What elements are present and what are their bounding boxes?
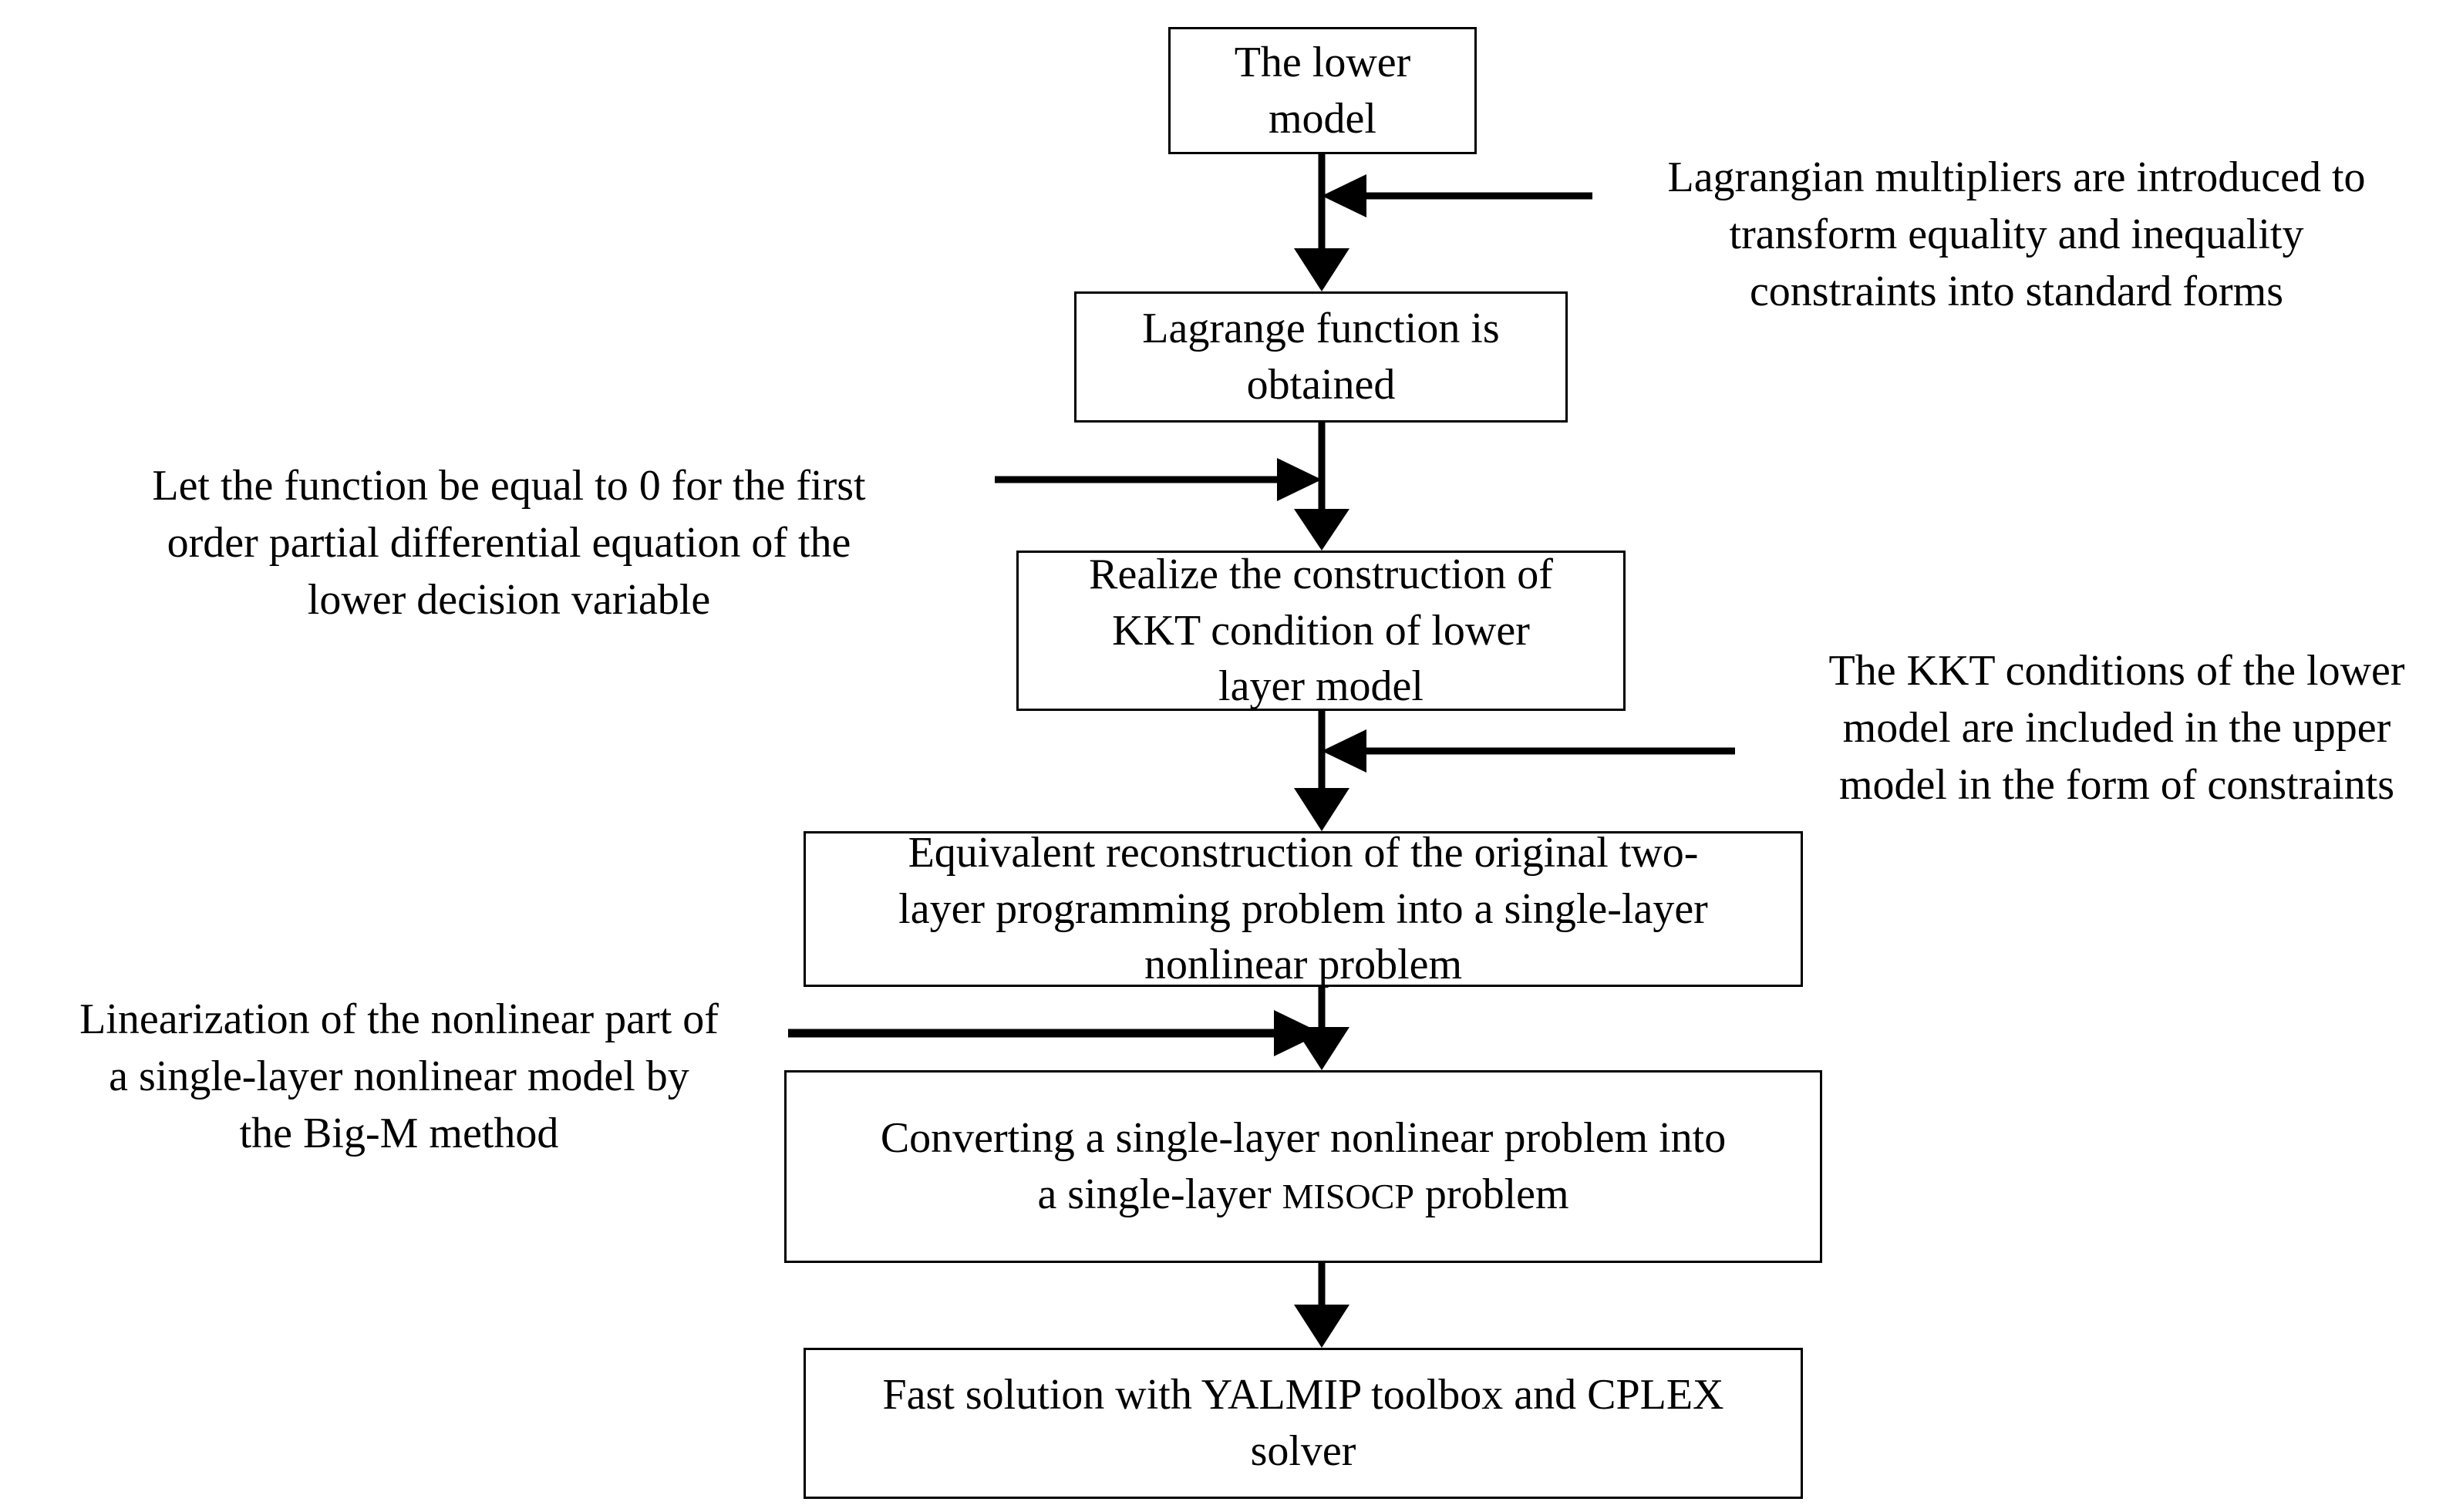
anno-lagrangian-multipliers: Lagrangian multipliers are introduced to… <box>1589 93 2444 321</box>
node-misocp-conversion[interactable]: Converting a single-layer nonlinear prob… <box>784 1070 1822 1263</box>
anno-big-m-linearization-text: Linearization of the nonlinear part of a… <box>79 995 719 1157</box>
node-lagrange-function-label: Lagrange function is obtained <box>1142 305 1500 409</box>
anno-big-m-linearization: Linearization of the nonlinear part of a… <box>12 934 787 1163</box>
arrow-big-m-linearization <box>788 1010 1322 1056</box>
node-lagrange-function[interactable]: Lagrange function is obtained <box>1074 291 1568 423</box>
node-fast-solution[interactable]: Fast solution with YALMIP toolbox and CP… <box>804 1348 1803 1499</box>
anno-kkt-upper-constraints: The KKT conditions of the lower model ar… <box>1774 586 2460 814</box>
edge-kkt-to-equivalent <box>1294 711 1349 831</box>
edge-misocp-to-fast-solution <box>1294 1263 1349 1348</box>
node-kkt-condition-label: Realize the construction of KKT conditio… <box>1089 550 1553 711</box>
anno-kkt-upper-constraints-text: The KKT conditions of the lower model ar… <box>1828 646 2405 809</box>
node-fast-solution-label: Fast solution with YALMIP toolbox and CP… <box>882 1371 1724 1475</box>
anno-first-order-derivative: Let the function be equal to 0 for the f… <box>81 401 937 629</box>
node-kkt-condition[interactable]: Realize the construction of KKT conditio… <box>1016 551 1626 711</box>
node-lower-model-label: The lower model <box>1234 38 1411 143</box>
anno-first-order-derivative-text: Let the function be equal to 0 for the f… <box>152 461 866 624</box>
node-equivalent-reconstruction-label: Equivalent reconstruction of the origina… <box>898 828 1708 989</box>
node-lower-model[interactable]: The lower model <box>1168 27 1477 154</box>
edge-lower-model-to-lagrange <box>1294 154 1349 291</box>
node-equivalent-reconstruction[interactable]: Equivalent reconstruction of the origina… <box>804 829 1803 988</box>
node-misocp-label-before: Converting a single-layer nonlinear prob… <box>880 1114 1727 1218</box>
arrow-lagrangian-multipliers <box>1322 174 1592 217</box>
arrow-kkt-upper-constraints <box>1322 729 1735 773</box>
node-misocp-conversion-label: Converting a single-layer nonlinear prob… <box>870 1110 1737 1223</box>
node-misocp-label-after: problem <box>1413 1170 1569 1218</box>
anno-lagrangian-multipliers-text: Lagrangian multipliers are introduced to… <box>1667 153 2366 315</box>
edge-lagrange-to-kkt <box>1294 423 1349 551</box>
arrow-first-order-derivative <box>995 458 1322 501</box>
node-misocp-acronym: MISOCP <box>1282 1177 1414 1216</box>
